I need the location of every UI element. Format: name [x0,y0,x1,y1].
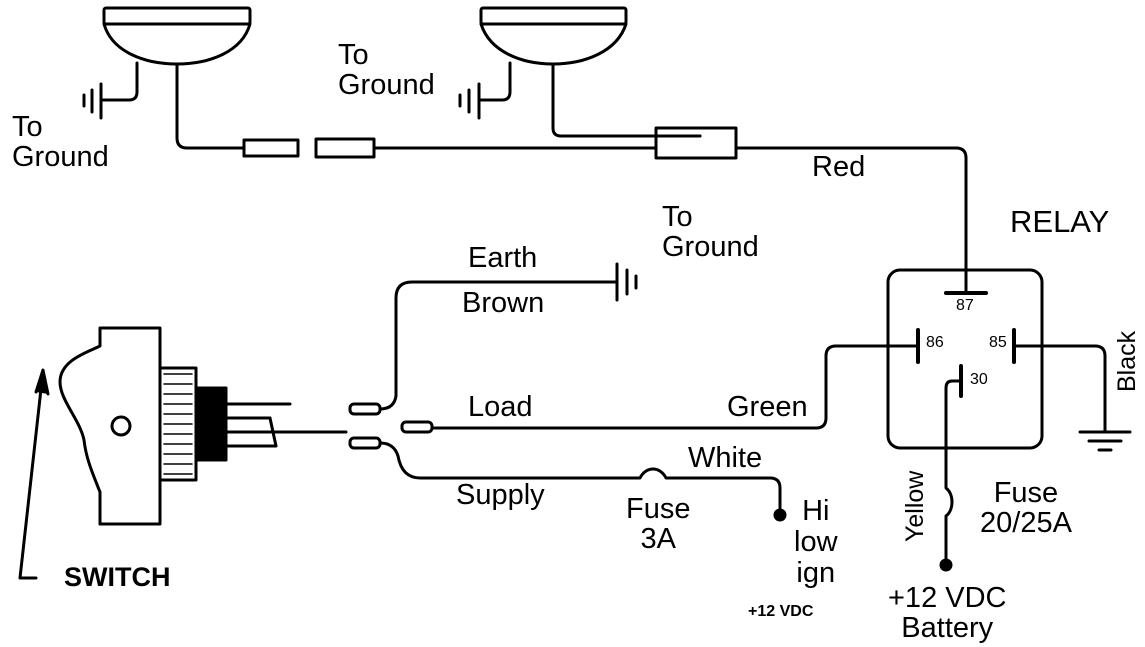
relay-pin-86-label: 86 [926,334,944,351]
left-lamp-ground-wire [100,61,139,102]
label-load: Load [468,391,533,423]
relay-pin-87-label: 87 [956,297,974,314]
left-lamp-ground-symbol [82,82,103,120]
connector-left-female [242,138,300,158]
red-wire [734,146,968,294]
supply-white-wire [378,441,782,516]
right-lamp-feed-wire [551,62,702,138]
label-yellow: Yellow [901,470,929,542]
label-switch: SWITCH [64,562,171,592]
label-ign-voltage: +12 VDC [748,603,814,620]
green-wire [430,344,920,430]
label-red: Red [812,151,866,183]
relay-pin-30-label: 30 [970,371,988,388]
connector-load [400,420,434,434]
yellow-wire [944,379,963,564]
label-green: Green [727,391,808,423]
splice-connector [654,126,738,160]
black-wire [1012,344,1107,434]
relay-body [886,268,1044,450]
black-wire-ground-symbol [1078,430,1132,452]
connector-earth [348,402,382,416]
ign-terminal [773,508,787,522]
label-brown: Brown [462,287,545,319]
label-supply: Supply [456,479,545,511]
left-lamp [102,6,252,66]
label-black: Black [1113,330,1141,392]
label-white: White [688,442,763,474]
right-lamp-ground-wire [478,61,512,102]
connector-supply [348,436,382,450]
connector-left-male [314,137,376,159]
switch-pointer-head [34,368,50,396]
switch-body [58,326,348,526]
left-lamp-feed-wire [175,62,245,150]
earth-brown-wire [378,280,618,411]
earth-ground-symbol [615,262,638,302]
battery-terminal [939,558,953,572]
relay-pin-85-label: 85 [989,334,1007,351]
switch-pointer [18,378,44,580]
label-earth: Earth [468,242,538,274]
right-lamp [479,6,628,66]
right-lamp-ground-symbol [458,82,481,120]
label-relay: RELAY [1010,204,1110,239]
